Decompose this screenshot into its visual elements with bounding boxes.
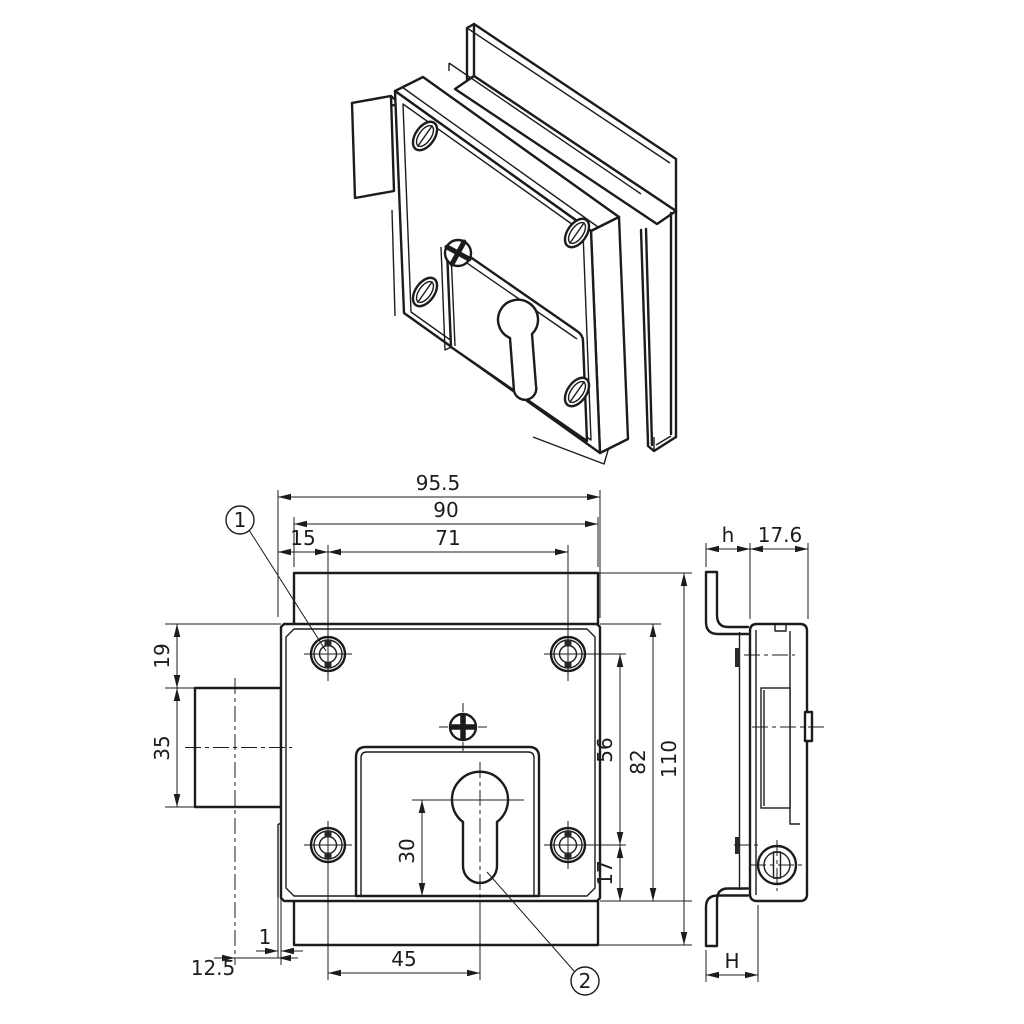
side-dimensions: h 17.6 H [705,523,809,982]
side-view [704,570,826,948]
dim-body-depth: 17.6 [758,523,803,547]
iso-rail-shelf [453,74,678,226]
side-escutcheon [760,687,791,809]
iso-center-screw [443,238,473,268]
side-cylinder [750,840,805,891]
front-dimensions: 95.5 90 15 71 19 35 56 17 82 110 30 45 [150,471,692,996]
dim-plate-width: 90 [433,498,458,522]
isometric-view [350,22,678,465]
side-rail-bracket [704,570,750,948]
dim-hole-to-bottom: 17 [593,860,617,885]
front-bolt [193,686,283,809]
iso-screw-holes [411,120,591,408]
dim-bolt-offset: 12.5 [191,956,236,980]
dim-strip-offset: 1 [259,925,272,949]
front-strip-edge [277,823,281,897]
callout-1-number: 1 [234,508,247,532]
dim-bracket-depth: h [722,523,735,547]
front-escutcheon [354,745,541,898]
callout-2-number: 2 [579,969,592,993]
dim-bolt-height: 35 [150,735,174,760]
dim-overall-width: 95.5 [416,471,461,495]
iso-plate-top-edge [448,62,642,195]
iso-bolt [350,94,402,317]
dim-edge-to-hole: 15 [290,526,315,550]
dim-hole-to-key: 45 [391,947,416,971]
dim-hole-span-h: 71 [435,526,460,550]
dim-key-to-bottom: 30 [395,838,419,863]
front-view [185,545,602,965]
iso-plate-bottom-edge [532,436,610,465]
dim-plate-height: 110 [657,740,681,778]
dim-bracket-foot: H [724,949,739,973]
dim-hole-span-v: 56 [593,737,617,762]
callout-1: 1 [225,505,327,652]
front-center-screw [439,703,487,751]
callout-2: 2 [486,871,600,996]
dim-top-to-bolt: 19 [150,643,174,668]
dim-body-height: 82 [626,749,650,774]
iso-keyhole [496,298,540,401]
iso-rail-web [639,209,678,453]
